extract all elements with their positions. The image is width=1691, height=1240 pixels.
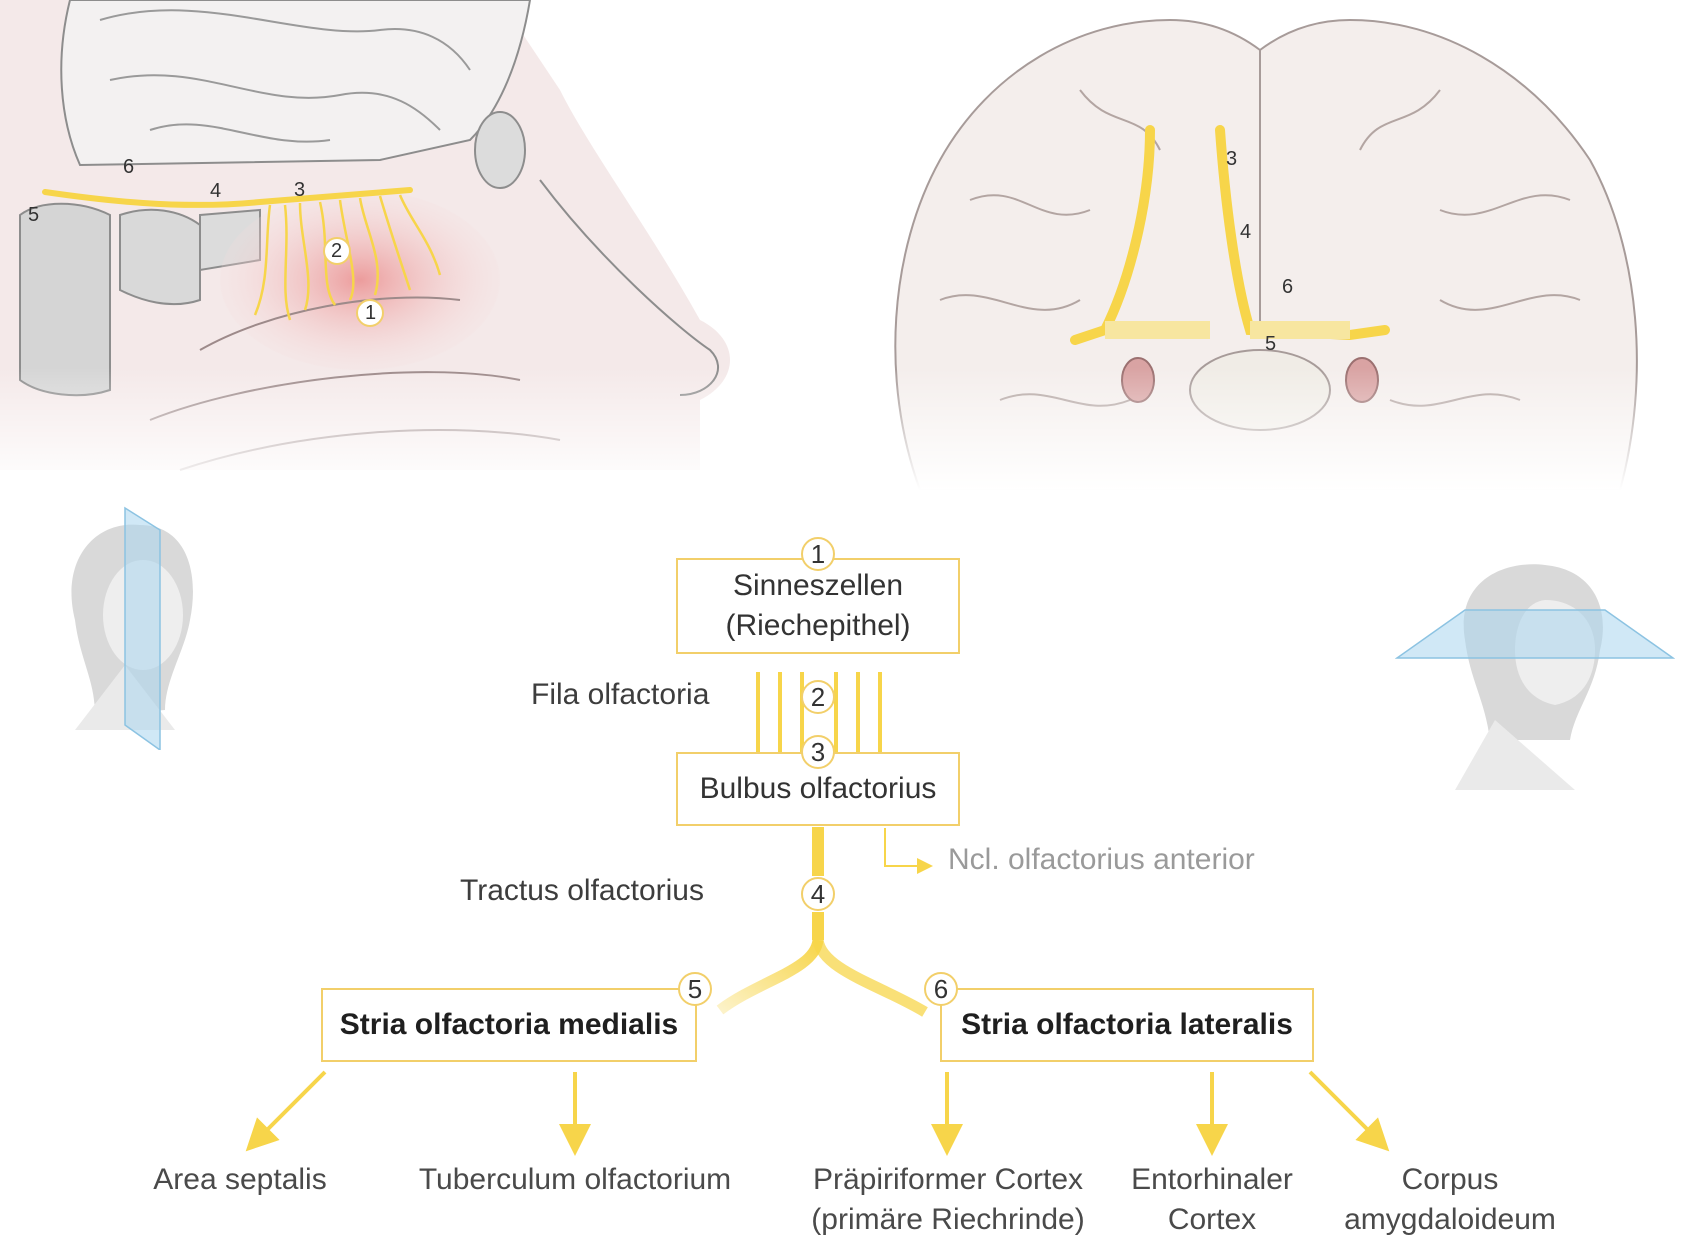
stria-lateralis-label: Stria olfactoria lateralis — [961, 1008, 1293, 1041]
node-number-6: 6 — [924, 972, 958, 1006]
entorhinal-label: Entorhinaler — [1131, 1163, 1293, 1196]
area-septalis-label: Area septalis — [153, 1163, 327, 1196]
amygdala-sublabel: amygdaloideum — [1344, 1203, 1556, 1236]
target-entorhinal-cortex: Entorhinaler Cortex — [1112, 1160, 1312, 1240]
node-number-2: 2 — [801, 680, 835, 714]
sagittal-marker-5: 5 — [28, 204, 40, 226]
tractus-olfactorius-label: Tractus olfactorius — [460, 874, 704, 907]
target-praepiriform-cortex: Präpiriformer Cortex (primäre Riechrinde… — [790, 1160, 1106, 1240]
sagittal-marker-3: 3 — [294, 179, 306, 201]
node-number-4: 4 — [801, 877, 835, 911]
sinneszellen-box: Sinneszellen (Riechepithel) — [676, 558, 960, 654]
sagittal-marker-2: 2 — [331, 240, 343, 262]
sagittal-plane-head-icon — [71, 506, 193, 750]
target-tuberculum: Tuberculum olfactorium — [400, 1160, 750, 1200]
target-area-septalis: Area septalis — [140, 1160, 340, 1200]
bulbus-label: Bulbus olfactorius — [699, 772, 937, 805]
amygdala-label: Corpus — [1401, 1163, 1499, 1196]
sinneszellen-label: Sinneszellen — [732, 569, 904, 602]
sagittal-marker-6: 6 — [123, 156, 135, 178]
basal-brain-illustration — [880, 0, 1691, 490]
node-number-1: 1 — [801, 537, 835, 571]
entorhinal-sublabel: Cortex — [1167, 1203, 1257, 1236]
stria-lateralis-box: Stria olfactoria lateralis — [940, 988, 1314, 1062]
basal-marker-5: 5 — [1265, 333, 1277, 355]
target-corpus-amygdaloideum: Corpus amygdaloideum — [1330, 1160, 1570, 1240]
fila-olfactoria-label: Fila olfactoria — [531, 678, 710, 711]
stria-medialis-box: Stria olfactoria medialis — [321, 988, 697, 1062]
basal-marker-3: 3 — [1226, 148, 1238, 170]
sagittal-marker-1: 1 — [365, 302, 377, 324]
stria-medialis-label: Stria olfactoria medialis — [339, 1008, 679, 1041]
ncl-olfactorius-anterior-label: Ncl. olfactorius anterior — [948, 843, 1255, 876]
node-number-5: 5 — [678, 972, 712, 1006]
node-number-3: 3 — [801, 735, 835, 769]
basal-marker-4: 4 — [1240, 221, 1252, 243]
praepiriform-sublabel: (primäre Riechrinde) — [811, 1203, 1085, 1236]
sagittal-marker-4: 4 — [210, 180, 222, 202]
tuberculum-label: Tuberculum olfactorium — [418, 1163, 732, 1196]
sagittal-section-illustration — [0, 0, 760, 490]
horizontal-plane-head-icon — [1395, 564, 1675, 790]
basal-marker-6: 6 — [1282, 276, 1294, 298]
sinneszellen-sublabel: (Riechepithel) — [725, 609, 911, 642]
praepiriform-label: Präpiriformer Cortex — [812, 1163, 1084, 1196]
